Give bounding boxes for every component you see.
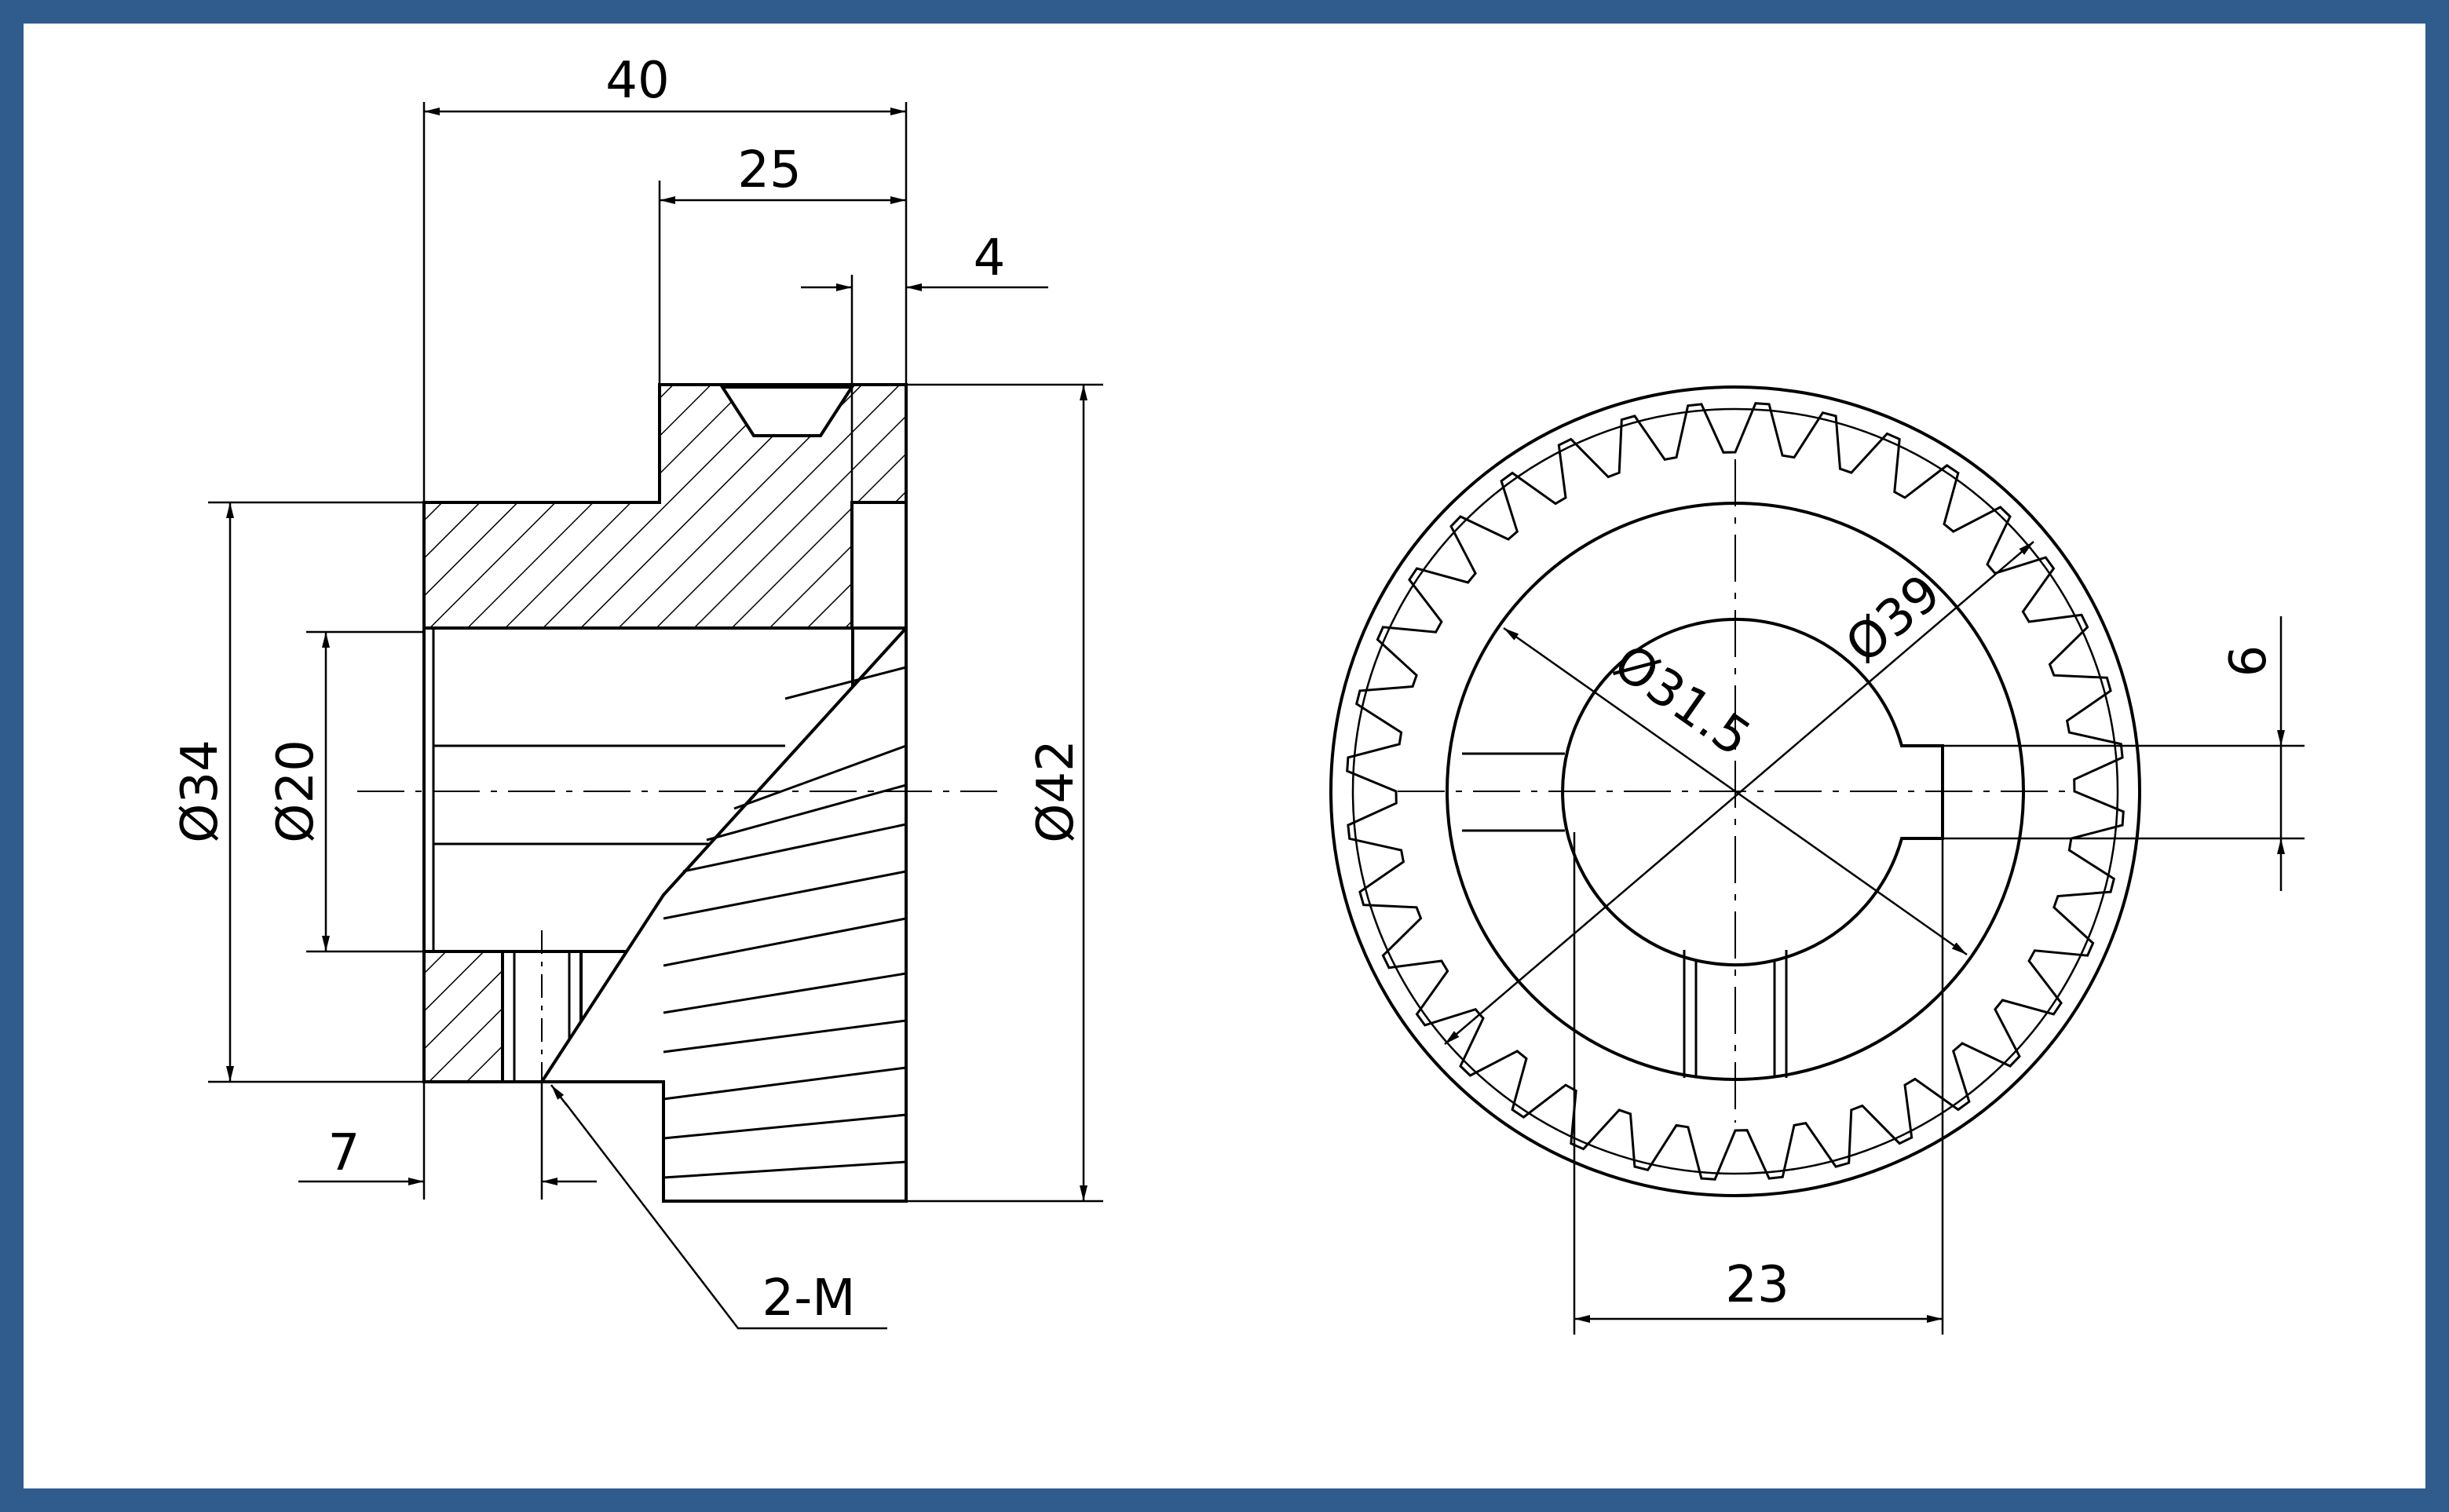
dim-hub-diameter: Ø34 — [171, 740, 229, 843]
tooth-profile — [1346, 402, 2125, 1181]
groove-notch — [719, 385, 855, 437]
dim-bore-diameter: Ø20 — [267, 740, 325, 843]
dim-pitch-diameter: Ø39 — [1835, 564, 1952, 674]
dim-hole-offset: 7 — [328, 1124, 360, 1182]
dim-keyway-width: 6 — [2220, 645, 2278, 677]
front-dimension-labels: Ø31.5 Ø39 6 23 — [1603, 564, 2278, 1314]
pitch-circle — [1351, 407, 2119, 1175]
dim-thread-callout: 2-M — [762, 1269, 855, 1328]
helix-lines — [663, 666, 907, 1179]
hub-lower-section — [422, 950, 504, 1083]
hub-upper-section — [422, 383, 908, 630]
dim-root-diameter: Ø31.5 — [1603, 634, 1760, 768]
dim-step-width: 4 — [974, 229, 1006, 287]
dim-keyway-depth: 23 — [1725, 1256, 1789, 1314]
side-dimension-labels: 40 25 4 Ø42 Ø34 Ø20 7 2-M — [171, 52, 1085, 1328]
side-dimensions — [208, 102, 1103, 1330]
radial-holes — [1462, 752, 1788, 1078]
step-relief — [850, 501, 908, 630]
front-dimensions — [1444, 541, 2305, 1335]
outer-circle — [1329, 385, 2141, 1197]
dim-overall-length: 40 — [605, 52, 669, 110]
dim-gear-width: 25 — [737, 141, 801, 199]
side-section-view — [357, 383, 997, 1203]
gear-teeth — [1346, 402, 2125, 1181]
dim-tip-diameter: Ø42 — [1027, 740, 1085, 843]
